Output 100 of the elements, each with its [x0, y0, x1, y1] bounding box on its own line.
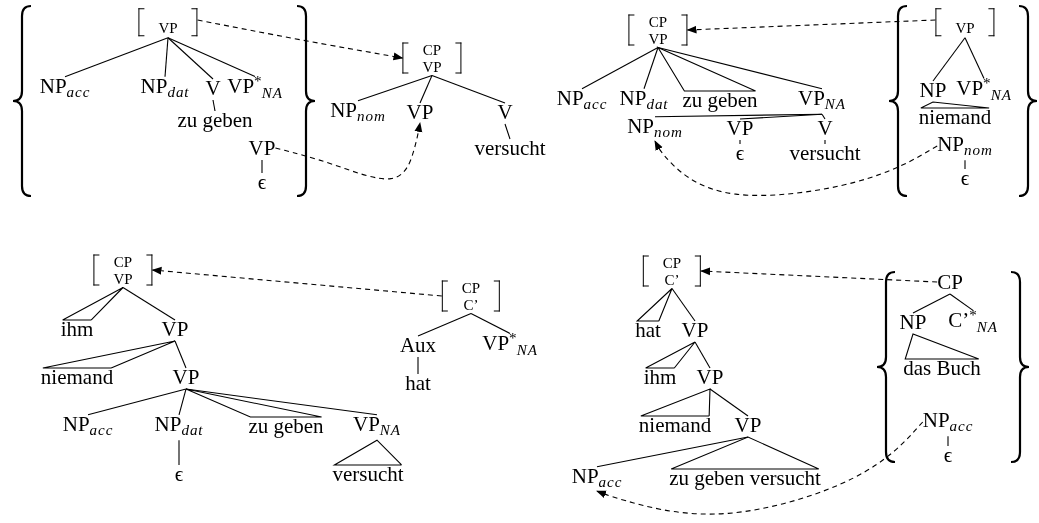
tree-branch	[164, 37, 169, 78]
tree-node-label: VP	[172, 366, 200, 388]
roof-triangle	[656, 46, 757, 92]
tree-branch	[178, 439, 180, 466]
tree-branch	[261, 159, 263, 174]
tree-node-label: VP	[248, 137, 276, 159]
tree-node-label: versucht	[474, 137, 546, 159]
category-label: CP	[648, 13, 668, 30]
roof-triangle	[670, 436, 820, 470]
tree-node-label: das Buch	[903, 357, 981, 379]
tree-node-label: ihm	[60, 318, 94, 340]
tree-node-label: NP$_{nom}$	[937, 132, 993, 160]
tree-node-label: VP	[696, 366, 724, 388]
tree-branch	[964, 159, 966, 170]
dashed-arrow	[274, 122, 423, 180]
dashed-arrow	[700, 267, 938, 283]
tree-branch	[470, 312, 511, 334]
tree-node-label: niemand	[638, 414, 712, 436]
tree-node-label: ϵ	[943, 444, 953, 466]
tree-branch	[417, 356, 419, 375]
tree-branch	[949, 293, 974, 311]
category-label: CP	[662, 254, 682, 271]
tree-branch	[824, 139, 826, 145]
tree-node-label: NP	[919, 79, 947, 101]
tree-node-label: versucht	[789, 142, 861, 164]
tree-node-label: Aux	[399, 334, 437, 356]
tree-node-label: NP$_{dat}$	[140, 74, 190, 102]
tree-node-label: zu geben	[682, 89, 758, 111]
roof-triangle	[332, 439, 403, 466]
category-label: CP	[422, 41, 442, 58]
tree-node-label: zu geben	[248, 415, 324, 437]
tree-node-label: VP	[681, 319, 709, 341]
tree-branch	[821, 113, 826, 120]
tree-branch	[167, 37, 256, 77]
tree-node-label: niemand	[40, 366, 114, 388]
tree-node-label: zu geben	[177, 109, 253, 131]
tree-branch	[694, 341, 711, 369]
tree-branch	[581, 46, 659, 90]
tree-branch	[964, 37, 985, 79]
tree-node-label: zu geben versucht	[669, 467, 821, 489]
dashed-arrow	[686, 19, 936, 34]
tree-branch	[212, 99, 216, 112]
tree-branch	[739, 139, 741, 145]
tree-branch	[932, 37, 966, 82]
tree-node-label: ϵ	[257, 171, 267, 193]
tree-node-label: VP$_{NA}$	[353, 412, 401, 440]
tree-node-label: ϵ	[735, 142, 745, 164]
tree-branch	[419, 74, 433, 104]
tree-node-label: NP$_{acc}$	[922, 408, 974, 436]
category-label: C’	[663, 271, 681, 288]
tree-branch	[657, 46, 823, 90]
dashed-arrow	[197, 19, 404, 61]
tree-branch	[643, 46, 659, 90]
tree-node-label: VP$_{NA}$	[798, 86, 846, 114]
roof-triangle	[42, 340, 176, 369]
tree-node-label: NP$_{acc}$	[62, 412, 114, 440]
tree-node-label: VP	[734, 414, 762, 436]
tree-node-label: ϵ	[174, 463, 184, 485]
category-label: CP	[113, 253, 133, 270]
tree-node-label: NP	[899, 311, 927, 333]
tree-branch	[596, 436, 749, 468]
category-label: VP	[113, 270, 133, 287]
tree-branch	[947, 435, 949, 447]
roof-triangle	[920, 101, 990, 109]
tree-branch	[504, 123, 511, 140]
tree-node-label: NP$_{acc}$	[556, 86, 608, 114]
tree-node-label: ihm	[643, 366, 677, 388]
tree-node-label: V	[205, 77, 221, 99]
dashed-arrow	[654, 140, 938, 196]
tree-node-label: VP	[726, 117, 754, 139]
tree-branch	[167, 37, 214, 80]
tree-branch	[174, 340, 187, 369]
dashed-arrow	[596, 421, 924, 515]
tree-node-label: NP$_{acc}$	[39, 74, 91, 102]
tree-node-label: NP$_{acc}$	[571, 464, 623, 492]
tree-branch	[671, 287, 696, 322]
tree-branch	[185, 388, 378, 416]
tree-branch	[178, 388, 187, 416]
tree-branch	[122, 286, 176, 321]
tree-node-label: V	[497, 101, 513, 123]
tree-node-label: CP	[937, 271, 963, 293]
category-label: VP	[648, 30, 668, 47]
tree-node-label: hat	[405, 372, 431, 394]
tree-node-label: ϵ	[960, 167, 970, 189]
tree-branch	[417, 312, 472, 337]
tree-node-label: VP	[161, 318, 189, 340]
category-label: C’	[462, 296, 480, 313]
tree-node-label: NP$_{nom}$	[627, 114, 683, 142]
tree-branch	[87, 388, 187, 416]
tree-branch	[739, 113, 823, 120]
roof-triangle	[645, 341, 696, 369]
category-label: VP	[955, 20, 975, 37]
tree-node-label: NP$_{dat}$	[619, 86, 669, 114]
tree-branch	[912, 293, 951, 314]
tree-node-label: NP$_{nom}$	[330, 98, 386, 126]
roof-triangle	[640, 388, 711, 417]
roof-triangle	[62, 286, 124, 321]
tree-node-label: NP$_{dat}$	[154, 412, 204, 440]
category-label: CP	[461, 279, 481, 296]
tree-branch	[64, 37, 169, 78]
